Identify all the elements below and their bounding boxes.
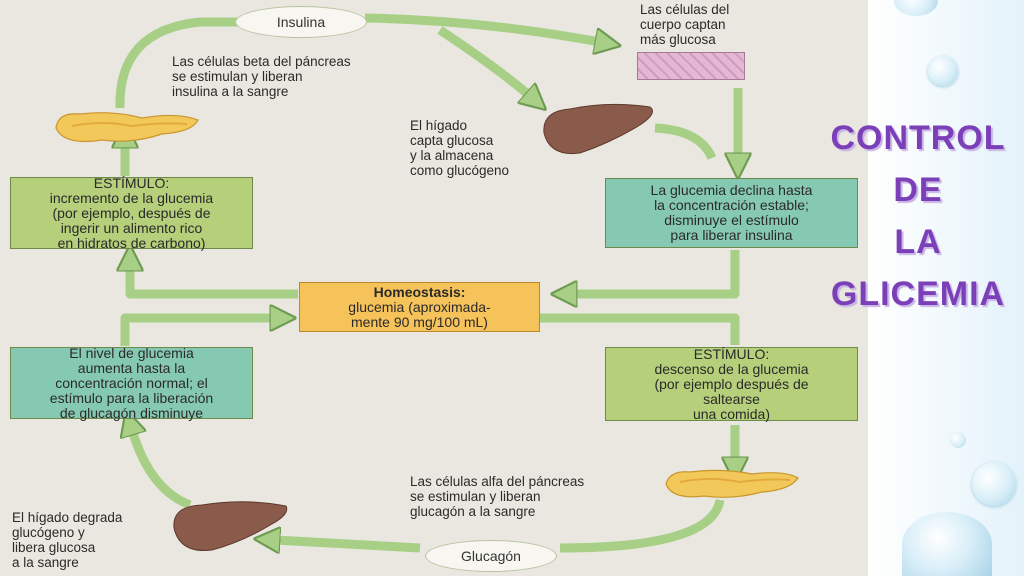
- glucose-declines-box: La glucemia declina hasta la concentraci…: [605, 178, 858, 248]
- stimulus-increase-box: ESTÍMULO: incremento de la glucemia (por…: [10, 175, 253, 250]
- page-title: CONTROL DE LA GLICEMIA: [830, 119, 1006, 313]
- alpha-cells-text: Las células alfa del páncreas se estimul…: [410, 474, 585, 519]
- diagram-canvas: Insulina Glucagón Las células beta del p…: [0, 0, 868, 576]
- arrow-pancreas-to-glucagon: [559, 498, 725, 553]
- insulina-oval: Insulina: [235, 6, 367, 38]
- pancreas-top-image: [55, 112, 199, 143]
- arrow-liver-to-right: [654, 123, 717, 161]
- homeostasis-box: Homeostasis: glucemia (aproximada- mente…: [299, 282, 540, 332]
- body-cells-text: Las células del cuerpo captan más glucos…: [640, 2, 730, 47]
- arrow-rises-to-homeostasis: [120, 318, 275, 346]
- stimulus-decrease-box: ESTÍMULO: descenso de la glucemia (por e…: [605, 346, 858, 421]
- pancreas-bottom-image: [665, 469, 799, 498]
- right-decorative-panel: [868, 0, 1024, 576]
- arrow-homeostasis-to-descent: [540, 313, 740, 345]
- water-drop-5: [894, 0, 938, 16]
- arrow-insulina-to-cells: [364, 13, 600, 42]
- insulina-label: Insulina: [276, 14, 326, 30]
- body-cells-image: [637, 52, 745, 80]
- glucagon-label: Glucagón: [461, 548, 521, 564]
- arrow-insulina-to-liver: [437, 26, 530, 96]
- arrow-homeostasis-to-stimulus: [130, 266, 298, 299]
- beta-cells-text: Las células beta del páncreas se estimul…: [172, 54, 351, 99]
- liver-bottom-image: [173, 501, 288, 552]
- water-drop-2: [950, 432, 966, 448]
- arrow-decline-to-homeostasis: [572, 250, 740, 294]
- glucagon-oval: Glucagón: [425, 540, 557, 572]
- water-drop-1: [928, 56, 958, 86]
- arrow-liver-to-rises: [132, 430, 192, 510]
- glucose-rises-box: El nivel de glucemia aumenta hasta la co…: [10, 345, 253, 420]
- arrow-pancreas-to-insulina: [115, 17, 240, 109]
- water-drop-4: [902, 512, 992, 576]
- liver-stores-text: El hígado capta glucosa y la almacena co…: [410, 118, 510, 178]
- liver-top-image: [543, 103, 653, 155]
- arrow-layer: [0, 13, 868, 576]
- water-drop-3: [972, 462, 1016, 506]
- liver-releases-text: El hígado degrada glucógeno y libera glu…: [12, 510, 123, 570]
- arrow-glucagon-to-liver: [275, 540, 421, 548]
